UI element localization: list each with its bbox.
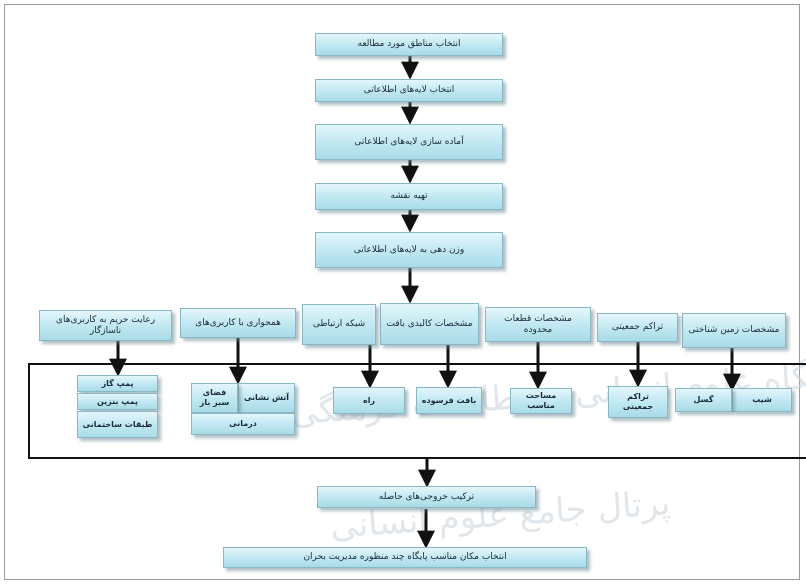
step-select-study-areas: انتخاب مناطق مورد مطالعه [315,33,503,56]
layer-gas-station: پمپ گاز [77,375,158,392]
layer-building-floors: طبقات ساختمانی [77,411,158,438]
layer-worn-fabric: بافت فرسوده [416,387,482,414]
criterion-fabric-specs: مشخصات کالبدی بافت [380,303,479,345]
step-combine-outputs: ترکیب خروجی‌های حاصله [317,486,536,508]
criterion-adjacency: همجواری با کاربری‌های [180,308,296,338]
layer-medical: درمانی [191,413,295,435]
layer-population-density: تراکم جمعیتی [608,386,668,418]
layer-fault: گسل [675,388,732,412]
step-prepare-data-layers: آماده سازی لایه‌های اطلاعاتی [315,124,503,160]
step-produce-map: تهیه نقشه [315,183,503,210]
diagram-frame [4,4,800,580]
step-final-site-selection: انتخاب مکان مناسب پایگاه چند منظوره مدیر… [223,547,587,568]
criterion-geology: مشخصات زمین شناختی [682,313,786,348]
layers-container [28,363,806,459]
criterion-population-density: تراکم جمعیتی [597,313,678,342]
layer-petrol-station: پمپ بنزین [77,393,158,410]
layer-suitable-area: مساحت مناسب [510,388,572,414]
criterion-incompatible-buffer: رعایت حریم به کاربری‌های ناسازگار [39,310,172,341]
step-weight-layers: وزن دهی به لایه‌های اطلاعاتی [315,232,503,268]
layer-fire-station: آتش نشانی [238,383,295,413]
layer-slope: شیب [732,388,792,412]
layer-road: راه [333,387,405,414]
layer-open-green-space: فضای سبز باز [191,383,238,413]
criterion-parcel-specs: مشخصات قطعات محدوده [485,307,591,342]
step-select-data-layers: انتخاب لایه‌های اطلاعاتی [315,79,503,102]
criterion-road-network: شبکه ارتباطی [302,304,376,345]
